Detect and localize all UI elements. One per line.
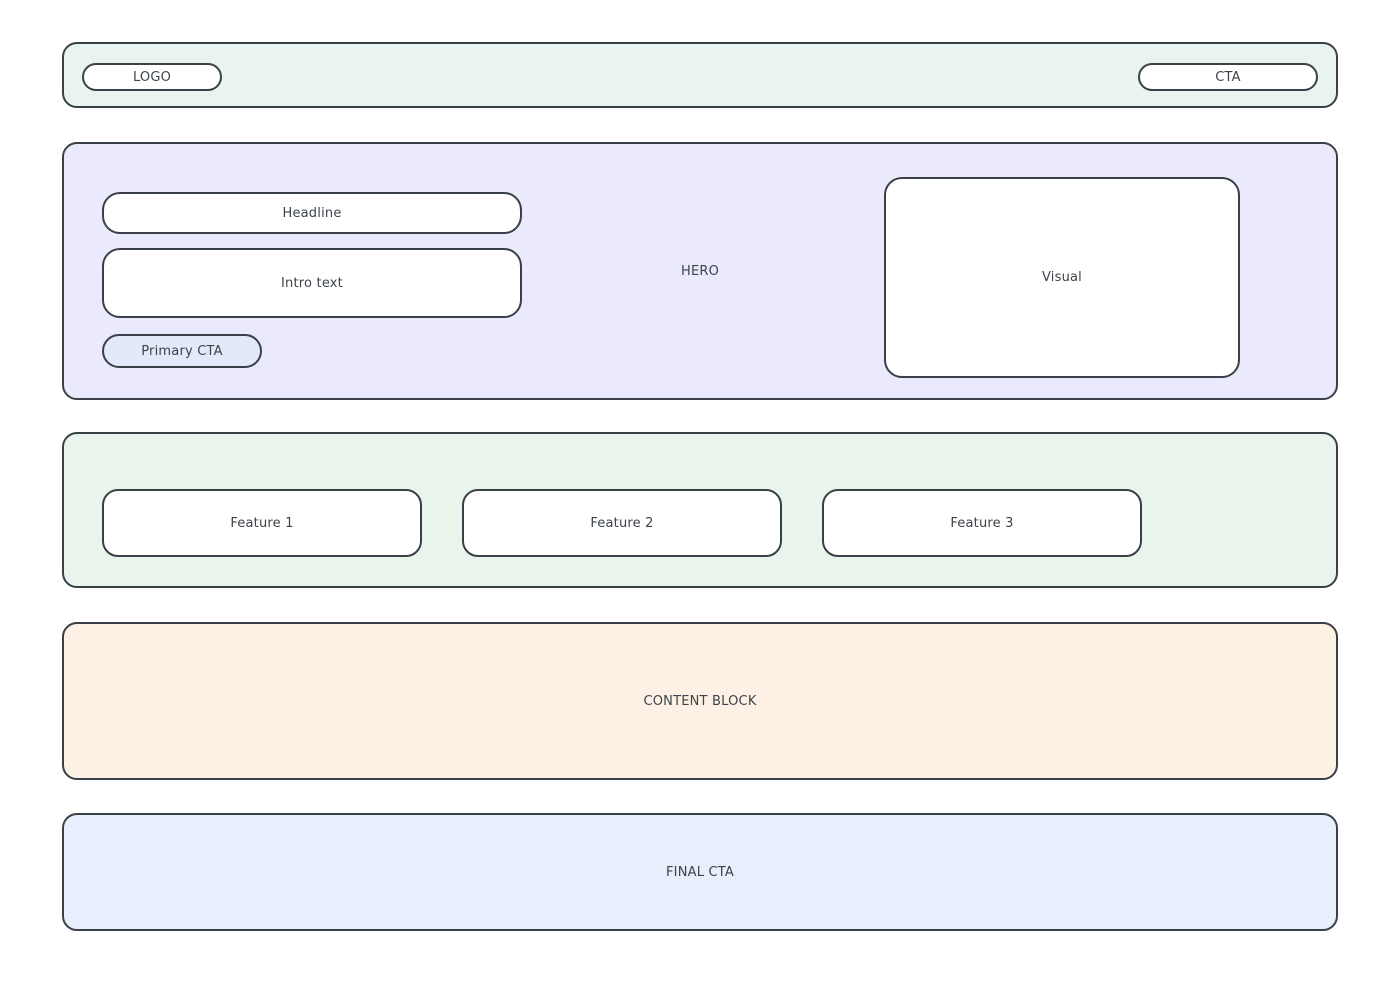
feature-card-1: Feature 1 [102, 489, 422, 557]
hero-visual-placeholder: Visual [884, 177, 1240, 378]
nav-cta-label: CTA [1215, 69, 1241, 85]
content-block-label: CONTENT BLOCK [643, 693, 757, 709]
headline-placeholder: Headline [102, 192, 522, 234]
feature-1-label: Feature 1 [230, 515, 294, 531]
feature-card-3: Feature 3 [822, 489, 1142, 557]
intro-text-label: Intro text [281, 275, 343, 291]
primary-cta-button[interactable]: Primary CTA [102, 334, 262, 368]
feature-3-label: Feature 3 [950, 515, 1014, 531]
intro-text-placeholder: Intro text [102, 248, 522, 318]
logo-button[interactable]: LOGO [82, 63, 222, 91]
headline-label: Headline [282, 205, 342, 221]
feature-2-label: Feature 2 [590, 515, 654, 531]
hero-section: HERO Headline Intro text Primary CTA Vis… [62, 142, 1338, 400]
final-cta-section: FINAL CTA [62, 813, 1338, 931]
content-block-section: CONTENT BLOCK [62, 622, 1338, 780]
hero-visual-label: Visual [1041, 270, 1082, 285]
nav-cta-button[interactable]: CTA [1138, 63, 1318, 91]
features-section: Feature 1 Feature 2 Feature 3 [62, 432, 1338, 588]
hero-section-label-text: HERO [680, 263, 720, 279]
feature-card-2: Feature 2 [462, 489, 782, 557]
top-bar: LOGO CTA [62, 42, 1338, 108]
primary-cta-label: Primary CTA [141, 343, 223, 359]
final-cta-label: FINAL CTA [665, 864, 734, 880]
logo-label: LOGO [132, 69, 172, 85]
